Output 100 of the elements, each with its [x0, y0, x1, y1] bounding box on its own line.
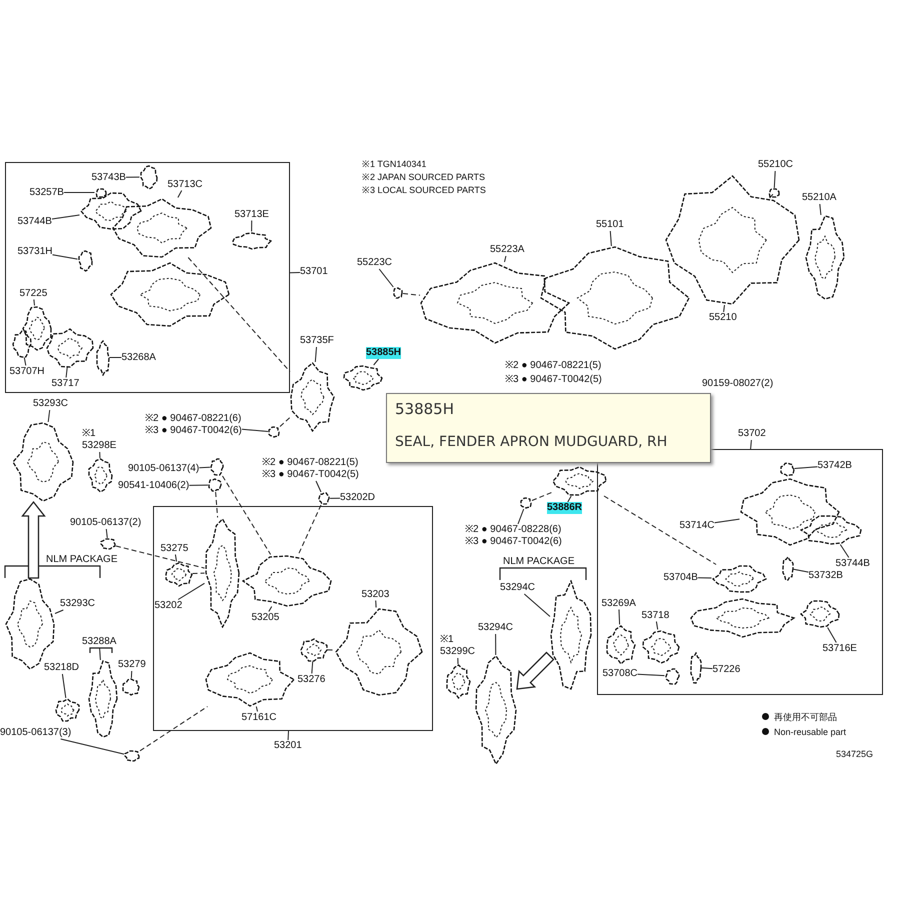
part-number: 53718 — [642, 610, 670, 622]
leader-line — [288, 730, 289, 740]
leader-line — [524, 594, 550, 617]
leader-line — [819, 204, 822, 216]
assembly-line — [402, 293, 420, 296]
highlighted-part-number: 53885H — [366, 347, 402, 359]
leader-line — [33, 299, 35, 306]
part-number: 53707H — [10, 366, 45, 378]
leader-line — [130, 670, 132, 678]
part-number: 53731H — [18, 246, 53, 258]
part-number: 55101 — [596, 219, 624, 231]
assembly-line — [298, 504, 322, 555]
highlighted-part-number: 53886R — [547, 502, 582, 514]
part-drawing — [540, 246, 690, 350]
part-drawing — [393, 287, 403, 299]
assembly-line — [532, 492, 552, 501]
leader-line — [251, 220, 252, 232]
leader-line — [188, 484, 208, 486]
part-number: 53202 — [154, 600, 182, 612]
leader-line — [24, 357, 26, 366]
part-number: 53276 — [298, 674, 326, 686]
part-number: 90105-06137(2) — [70, 517, 142, 529]
leader-line — [99, 452, 100, 458]
leader-line — [48, 410, 50, 422]
leader-line — [198, 466, 210, 468]
note-text: 90159-08027(2) — [702, 378, 774, 390]
leader-line — [268, 606, 272, 612]
leader-line — [54, 610, 64, 614]
block-arrow — [21, 500, 46, 579]
part-drawing — [300, 638, 328, 662]
part-drawing — [12, 330, 32, 358]
callout-text: ※2 ● 90467-08221(6) — [145, 413, 242, 425]
part-drawing — [800, 600, 840, 628]
part-drawing — [88, 660, 118, 738]
assembly-line — [192, 572, 205, 574]
leader-line — [62, 674, 66, 698]
leader-line — [723, 304, 725, 312]
note-text: NLM PACKAGE — [46, 554, 118, 566]
leader-line — [794, 466, 818, 469]
assembly-line — [327, 649, 335, 651]
part-drawing — [46, 328, 94, 368]
part-drawing — [204, 652, 294, 706]
part-drawing — [343, 365, 383, 391]
leader-line — [457, 658, 458, 664]
leader-line — [714, 518, 740, 524]
part-number: 53744B — [18, 216, 52, 228]
part-drawing — [334, 608, 422, 696]
part-drawing — [208, 478, 222, 492]
part-number: 55210A — [802, 192, 836, 204]
leader-line — [60, 738, 124, 755]
note-text: NLM PACKAGE — [503, 556, 574, 568]
leader-line — [314, 346, 317, 362]
leader-line — [66, 367, 68, 378]
leader-line — [827, 627, 837, 643]
part-number: 53294C — [478, 622, 514, 634]
leader-line — [177, 190, 182, 198]
part-drawing — [552, 466, 607, 496]
part-drawing — [520, 497, 532, 509]
part-drawing — [642, 630, 680, 664]
part-number: 53743B — [92, 172, 126, 184]
callout-text: ※2 ● 90467-08228(6) — [465, 524, 562, 536]
part-number: 53268A — [122, 352, 156, 364]
note-text: ※3 ● 90467-T0042(5) — [505, 374, 602, 386]
part-number: 53257B — [30, 186, 64, 198]
part-number: 55210C — [758, 159, 794, 171]
part-drawing — [204, 518, 240, 628]
part-drawing — [268, 426, 280, 438]
leader-line — [618, 609, 620, 625]
tooltip-title: 53885H — [395, 400, 454, 418]
leader-line — [793, 568, 809, 573]
leader-line — [290, 272, 300, 274]
leader-line — [774, 170, 776, 188]
part-number: 90541-10406(2) — [118, 480, 190, 492]
part-drawing — [665, 175, 800, 305]
leader-line — [840, 544, 850, 558]
part-drawing — [768, 188, 780, 198]
leader-line — [99, 648, 101, 660]
part-drawing — [805, 215, 845, 300]
assembly-line — [769, 192, 774, 198]
part-number: 53717 — [52, 378, 80, 390]
callout-text: ※3 ● 90467-T0042(6) — [465, 536, 562, 548]
part-drawing — [94, 188, 106, 198]
part-number: 53201 — [274, 740, 302, 752]
part-number: 53293C — [33, 398, 68, 410]
leader-line — [518, 508, 524, 524]
leader-line — [504, 256, 506, 262]
leader-line — [567, 496, 572, 502]
callout-text: ※2 ● 90467-08221(5) — [262, 457, 359, 469]
callout-text: ※3 ● 90467-T0042(5) — [262, 469, 359, 481]
tooltip-description: SEAL, FENDER APRON MUDGUARD, RH — [395, 434, 668, 450]
part-drawing — [290, 362, 335, 432]
callout-text: 53299C — [440, 646, 476, 658]
part-drawing — [55, 698, 80, 722]
leader-line — [610, 230, 612, 246]
assembly-line — [280, 417, 290, 427]
leader-line — [174, 554, 177, 562]
group-frame — [597, 449, 883, 695]
part-number: 53714C — [680, 520, 715, 532]
tooltip-box — [386, 393, 711, 463]
part-drawing — [210, 458, 224, 476]
